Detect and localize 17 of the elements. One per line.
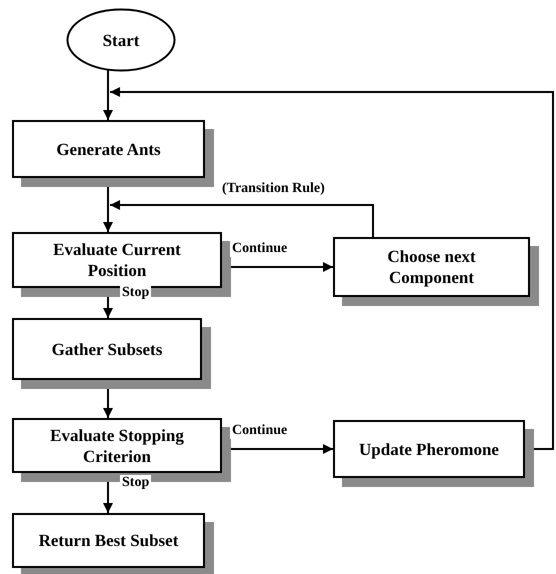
edge-label: Continue [230, 423, 290, 439]
node-text: Return Best Subset [38, 530, 178, 551]
arrow [110, 200, 374, 237]
node-text: Gather Subsets [52, 338, 162, 360]
edge-label: Stop [120, 475, 152, 491]
node-text: Generate Ants [56, 138, 161, 160]
edge-label: Stop [120, 285, 152, 301]
start-ellipse [66, 8, 176, 72]
node-text: Choose next Component [386, 246, 477, 288]
node-text: Start [102, 30, 140, 50]
arrow [110, 87, 554, 450]
node-text: Evaluate Stopping Criterion [49, 424, 185, 466]
edge-label: Continue [230, 241, 290, 257]
node-text: Update Pheromone [359, 438, 499, 460]
node-text: Evaluate Current Position [52, 239, 182, 281]
edge-label: (Transition Rule) [220, 181, 327, 197]
arrow [103, 70, 113, 120]
